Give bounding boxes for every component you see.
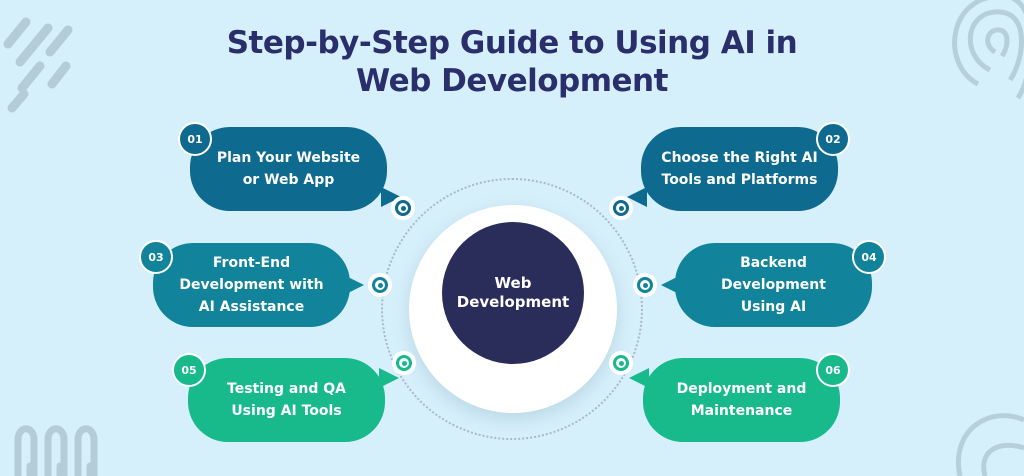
step-number-badge-05: 05 <box>172 353 206 387</box>
title-line-2: Web Development <box>356 63 668 99</box>
speech-tail <box>629 368 649 388</box>
title-line-1: Step-by-Step Guide to Using AI in <box>226 25 798 61</box>
center-label: Web Development <box>456 274 570 311</box>
step-bubble-01: Plan Your Website or Web App <box>190 127 401 211</box>
step-bubble-02: Choose the Right AI Tools and Platforms <box>627 127 838 211</box>
target-dot-icon <box>609 196 633 220</box>
page-title: Step-by-Step Guide to Using AI in Web De… <box>0 24 1024 100</box>
step-label: Choose the Right AI Tools and Platforms <box>661 150 818 188</box>
step-label: Testing and QA Using AI Tools <box>227 381 346 419</box>
step-label: Front-End Development with AI Assistance <box>179 255 324 315</box>
step-label: Deployment and Maintenance <box>676 381 807 419</box>
step-bubble-04: Backend Development Using AI <box>661 243 872 327</box>
step-number-badge-06: 06 <box>816 353 850 387</box>
target-dot-icon <box>633 273 657 297</box>
step-label: Plan Your Website or Web App <box>216 150 361 188</box>
speech-tail <box>379 368 399 388</box>
center-node: Web Development <box>442 222 584 364</box>
step-bubble-06: Deployment and Maintenance <box>629 358 840 442</box>
step-bubble-03: Front-End Development with AI Assistance <box>153 243 364 327</box>
target-dot-icon <box>368 273 392 297</box>
step-bubble-05: Testing and QA Using AI Tools <box>188 358 399 442</box>
target-dot-icon <box>391 196 415 220</box>
step-number-badge-04: 04 <box>852 240 886 274</box>
dotted-orbit-ring <box>381 178 643 440</box>
speech-tail <box>344 275 364 295</box>
step-number-badge-03: 03 <box>139 240 173 274</box>
target-dot-icon <box>609 351 633 375</box>
step-label: Backend Development Using AI <box>721 255 826 315</box>
target-dot-icon <box>392 351 416 375</box>
speech-tail <box>627 187 647 207</box>
speech-tail <box>661 275 681 295</box>
step-number-badge-01: 01 <box>178 122 212 156</box>
step-number-badge-02: 02 <box>816 122 850 156</box>
